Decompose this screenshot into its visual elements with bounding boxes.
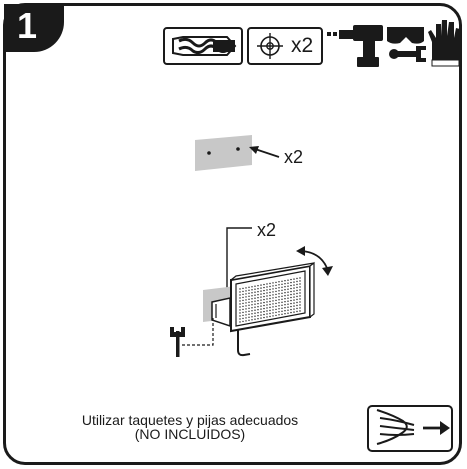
work-glove-icon bbox=[428, 20, 460, 67]
pointer-arrow bbox=[254, 148, 280, 158]
wall-anchor-count: x2 bbox=[291, 34, 314, 57]
drill-bit-icon bbox=[172, 36, 237, 56]
note-line-1: Utilizar taquetes y pijas adecuados bbox=[81, 412, 299, 428]
step-badge: 1 bbox=[4, 4, 64, 52]
instruction-panel: 1 bbox=[3, 3, 462, 465]
power-drill-icon bbox=[327, 25, 383, 67]
wall-anchor-box: x2 bbox=[247, 27, 323, 65]
drill-bit-box bbox=[163, 27, 243, 65]
next-step-wiring-box bbox=[367, 405, 453, 452]
installation-note: Utilizar taquetes y pijas adecuados (NO … bbox=[40, 413, 340, 441]
wall-plate-holes bbox=[195, 135, 280, 171]
tighten-wrench-icon bbox=[170, 318, 214, 357]
note-line-2: (NO INCLUIDOS) bbox=[134, 426, 246, 442]
wrench-icon bbox=[389, 46, 426, 62]
drill-hole-right bbox=[236, 147, 240, 151]
led-array bbox=[239, 277, 301, 323]
drill-hole-left bbox=[207, 151, 211, 155]
wall-anchor-icon bbox=[257, 33, 283, 59]
step-number: 1 bbox=[16, 5, 38, 46]
wall-holes-count: x2 bbox=[284, 147, 304, 167]
screws-count: x2 bbox=[257, 220, 277, 240]
floodlight-fixture bbox=[211, 261, 315, 357]
rotate-arrow bbox=[296, 246, 333, 276]
safety-glasses-icon bbox=[387, 27, 424, 44]
